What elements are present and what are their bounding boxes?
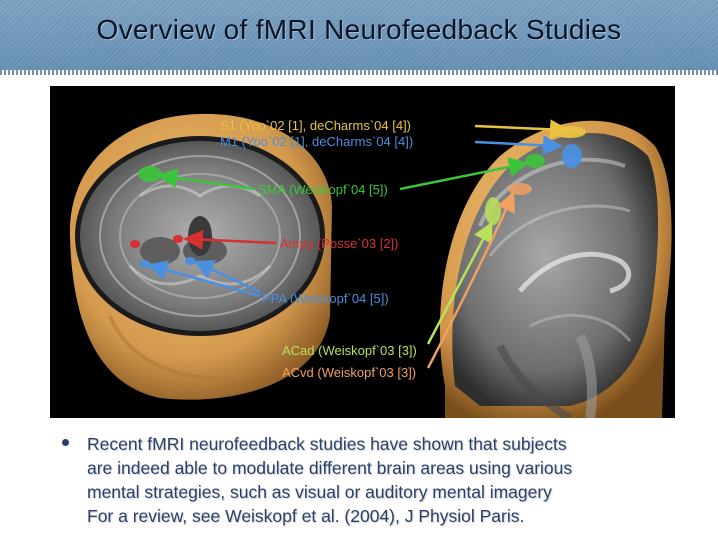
sma-activation-left [138, 166, 162, 182]
left-head-render [69, 113, 332, 400]
ppa-activation-left-2 [185, 257, 195, 265]
title-bar-edge [0, 70, 718, 75]
bullet-line-4: For a review, see Weiskopf et al. (2004)… [87, 506, 525, 526]
label-amyg: Amyg (Posse`03 [2]) [280, 236, 399, 251]
acvd-activation [508, 183, 532, 195]
ppa-arrow-2 [193, 260, 261, 294]
acad-arrow [426, 221, 493, 345]
m1-arrow [474, 135, 563, 156]
bullet-marker [62, 439, 69, 446]
amyg-activation-left-2 [173, 235, 183, 243]
label-ppa: PPA (Weiskopf`04 [5]) [262, 291, 389, 306]
bullet-line-2: are indeed able to modulate different br… [87, 458, 573, 478]
sma-arrow-left [157, 168, 256, 191]
ppa-activation-left-1 [140, 260, 150, 268]
sma-arrow-right [399, 157, 529, 191]
label-s1: S1 (Yoo`02 [1], deCharms`04 [4]) [220, 118, 411, 133]
title-bar: Overview of fMRI Neurofeedback Studies [0, 0, 718, 70]
sma-activation-right [525, 154, 545, 168]
brain-illustration: S1 (Yoo`02 [1], deCharms`04 [4]) M1 (Yoo… [69, 113, 672, 418]
amyg-activation-left-1 [130, 240, 140, 248]
bullet-line-3: mental strategies, such as visual or aud… [87, 482, 552, 502]
acvd-arrow [426, 191, 516, 369]
amyg-arrow [183, 229, 277, 250]
label-acvd: ACvd (Weiskopf`03 [3]) [282, 365, 416, 380]
m1-activation [562, 144, 582, 168]
slide-title: Overview of fMRI Neurofeedback Studies [96, 14, 622, 45]
acad-activation [485, 197, 501, 225]
ppa-arrow-1 [147, 260, 261, 298]
s1-arrow [474, 119, 570, 140]
brain-figure: S1 (Yoo`02 [1], deCharms`04 [4]) M1 (Yoo… [50, 86, 675, 418]
label-acad: ACad (Weiskopf`03 [3]) [282, 343, 417, 358]
label-m1: M1 (Yoo`02 [1], deCharms`04 [4]) [220, 134, 413, 149]
s1-activation [554, 126, 586, 138]
bullet-line-1: Recent fMRI neurofeedback studies have s… [87, 434, 567, 454]
right-head-render [439, 120, 672, 418]
bullet-list: Recent fMRI neurofeedback studies have s… [62, 432, 692, 528]
label-sma: SMA (Weiskopf`04 [5]) [258, 182, 388, 197]
bullet-item: Recent fMRI neurofeedback studies have s… [62, 432, 692, 528]
